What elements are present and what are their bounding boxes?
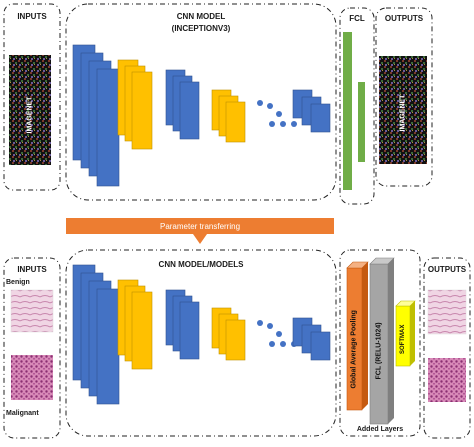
top-conv-stack-1 bbox=[72, 44, 120, 187]
benign-output-image bbox=[427, 289, 467, 335]
added-layers-label: Added Layers bbox=[356, 426, 404, 433]
bottom-conv-stack-5 bbox=[292, 317, 331, 361]
imagenet-output-image bbox=[379, 56, 427, 164]
benign-label: Benign bbox=[6, 279, 30, 286]
benign-input-image bbox=[10, 289, 54, 333]
parameter-transfer-banner bbox=[66, 218, 334, 244]
bottom-conv-stack-1 bbox=[72, 264, 120, 405]
top-inputs-label: INPUTS bbox=[17, 12, 47, 21]
top-fcl-label: FCL bbox=[349, 14, 365, 23]
fcl-layer-1 bbox=[343, 32, 352, 190]
imagenet-output-text: IMAGENET bbox=[399, 94, 407, 132]
fcl-relu-label: FCL (RELU-1024) bbox=[375, 322, 383, 380]
top-cnn-title-line1: CNN MODEL bbox=[176, 12, 226, 21]
imagenet-input-text: IMAGENET bbox=[26, 96, 34, 134]
bottom-outputs-box bbox=[423, 257, 471, 439]
top-conv-stack-2 bbox=[117, 59, 153, 150]
imagenet-input-image bbox=[9, 55, 51, 165]
bottom-ellipsis-dots bbox=[257, 320, 297, 347]
bottom-conv-stack-4 bbox=[211, 307, 246, 361]
bottom-cnn-title: CNN MODEL/MODELS bbox=[158, 260, 244, 269]
added-layers-box bbox=[339, 249, 421, 437]
top-cnn-box bbox=[65, 3, 337, 201]
bottom-inputs-box bbox=[3, 257, 61, 439]
top-conv-stack-5 bbox=[292, 89, 331, 133]
malignant-output-image bbox=[428, 358, 466, 402]
bottom-inputs-label: INPUTS bbox=[17, 265, 47, 274]
fcl-layer-2 bbox=[358, 82, 365, 162]
top-outputs-box bbox=[375, 7, 433, 187]
softmax-label: SOFTMAX bbox=[400, 324, 406, 354]
parameter-transfer-label: Parameter transferring bbox=[159, 222, 241, 231]
malignant-input-image bbox=[11, 355, 53, 400]
top-cnn-title-line2: (INCEPTIONV3) bbox=[171, 24, 231, 33]
bottom-conv-stack-3 bbox=[165, 289, 200, 360]
bottom-cnn-box bbox=[65, 249, 337, 437]
top-inputs-box bbox=[3, 3, 61, 191]
top-conv-stack-3 bbox=[165, 69, 200, 140]
gap-layer-label: Global Average Pooling bbox=[350, 310, 358, 389]
top-ellipsis-dots bbox=[257, 100, 297, 127]
bottom-conv-stack-2 bbox=[117, 279, 153, 370]
top-fcl-box bbox=[339, 7, 375, 205]
top-conv-stack-4 bbox=[211, 89, 246, 143]
bottom-outputs-label: OUTPUTS bbox=[427, 265, 467, 274]
malignant-label: Malignant bbox=[6, 410, 39, 417]
top-outputs-label: OUTPUTS bbox=[384, 14, 424, 23]
